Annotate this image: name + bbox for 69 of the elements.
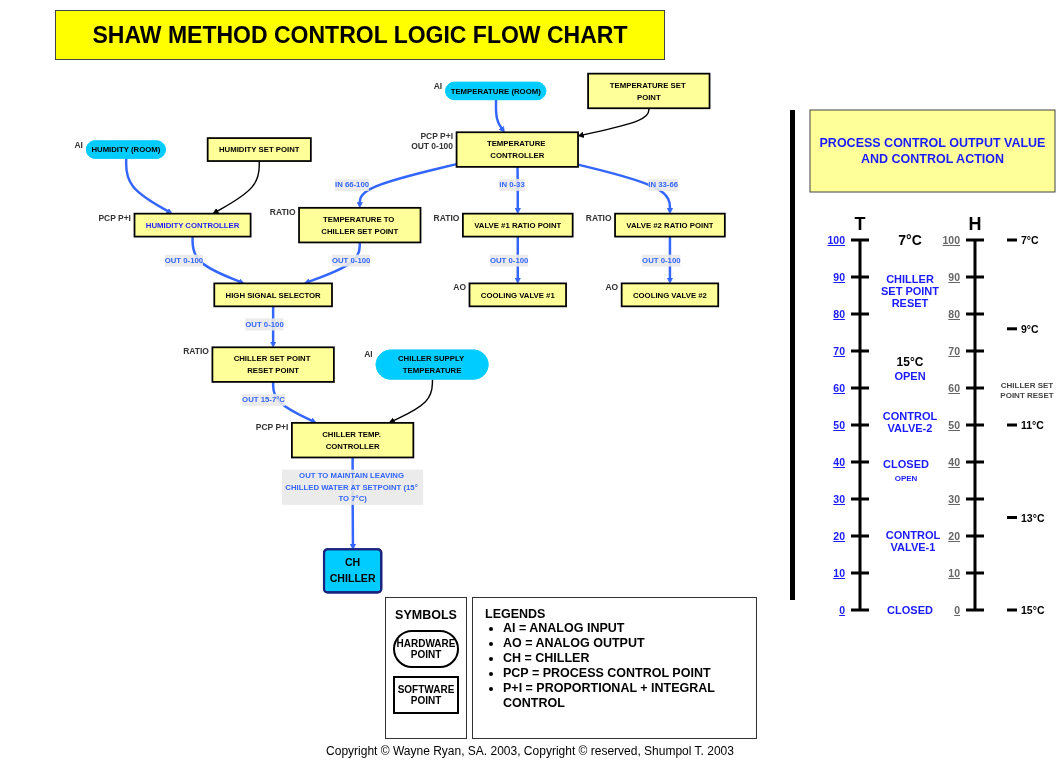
tick-value: 10 xyxy=(832,567,845,579)
point-type-label: AI xyxy=(74,140,84,150)
arrow xyxy=(191,236,245,285)
point-type-label: RATIO xyxy=(586,212,612,223)
axis-letter: H xyxy=(967,214,983,234)
control-action-text: CONTROL VALVE-1 xyxy=(884,528,942,553)
panel-heading: LEGENDS xyxy=(485,607,547,621)
legend-item: AO = ANALOG OUTPUT xyxy=(503,636,645,650)
tick-value: 0 xyxy=(838,604,845,616)
point-type-label: RATIO xyxy=(270,206,296,217)
control-action-text: CONTROL VALVE-2 xyxy=(881,410,939,435)
arrow xyxy=(495,99,506,133)
control-action-text: CLOSED xyxy=(882,458,930,471)
tick-value: 40 xyxy=(832,456,845,468)
control-action-text: CHILLER SET POINT RESET xyxy=(999,380,1055,401)
axis-letter: T xyxy=(853,214,867,234)
arrow xyxy=(578,163,674,214)
tick-value: 80 xyxy=(832,308,845,320)
point-type-label: OUT 0-100 xyxy=(411,141,454,152)
tick-value: 0 xyxy=(953,604,960,616)
legend-item: CH = CHILLER xyxy=(503,651,590,665)
arrow xyxy=(578,107,650,138)
tick-value: 20 xyxy=(832,530,845,542)
tick-value: 10 xyxy=(947,567,960,579)
point-type-label: AI xyxy=(433,81,443,92)
temperature-value: 15°C xyxy=(1021,604,1046,616)
temperature-value: 15°C xyxy=(895,354,925,369)
tick-value: 40 xyxy=(947,456,960,468)
arrow xyxy=(125,158,173,214)
point-type-label: RATIO xyxy=(183,346,210,357)
hardware-point-symbol: HARDWARE POINT xyxy=(393,630,459,668)
control-action-text: CLOSED xyxy=(886,604,934,616)
legend-item: AI = ANALOG INPUT xyxy=(503,621,625,635)
title-banner: SHAW METHOD CONTROL LOGIC FLOW CHART xyxy=(55,10,665,60)
control-action-text: CHILLER SET POINT RESET xyxy=(880,273,940,310)
panel-heading: SYMBOLS xyxy=(395,608,457,622)
tick-value: 30 xyxy=(947,493,960,505)
tick-value: 30 xyxy=(832,493,845,505)
temperature-value: 9°C xyxy=(1021,322,1040,335)
tick-value: 70 xyxy=(947,345,960,357)
arrow xyxy=(389,378,434,424)
temperature-value: 7°C xyxy=(897,232,923,248)
temperature-value: 7°C xyxy=(1021,234,1040,246)
tick-value: 90 xyxy=(832,271,845,283)
tick-value: 50 xyxy=(947,419,960,431)
tick-value: 60 xyxy=(832,382,845,394)
control-action-text: OPEN xyxy=(893,473,919,486)
tick-value: 100 xyxy=(826,234,845,246)
point-type-label: AO xyxy=(605,282,619,293)
point-type-label: AO xyxy=(453,282,467,293)
copyright-caption: Copyright © Wayne Ryan, SA. 2003, Copyright © reserved, Shumpol T. 2003 xyxy=(325,744,735,758)
legend-item: PCP = PROCESS CONTROL POINT xyxy=(503,666,711,680)
tick-value: 50 xyxy=(832,419,845,431)
point-type-label: PCP P+I xyxy=(256,421,289,432)
tick-value: 70 xyxy=(832,345,845,357)
arrow xyxy=(212,160,261,214)
software-point-symbol: SOFTWARE POINT xyxy=(393,676,459,714)
temperature-value: 11°C xyxy=(1021,419,1045,431)
legend-item: P+I = PROPORTIONAL + INTEGRAL CONTROL xyxy=(503,681,715,710)
tick-value: 80 xyxy=(947,308,960,320)
point-type-label: PCP P+I xyxy=(98,212,132,223)
tick-value: 60 xyxy=(947,382,960,394)
control-action-text: OPEN xyxy=(893,369,927,382)
point-type-label: RATIO xyxy=(433,212,460,223)
point-type-label: PCP P+I xyxy=(420,131,454,142)
tick-value: 100 xyxy=(941,234,960,246)
temperature-value: 13°C xyxy=(1021,511,1046,524)
point-type-label: AI xyxy=(364,349,373,360)
panel-heading: PROCESS CONTROL OUTPUT VALUE AND CONTROL ACTION xyxy=(818,135,1047,167)
